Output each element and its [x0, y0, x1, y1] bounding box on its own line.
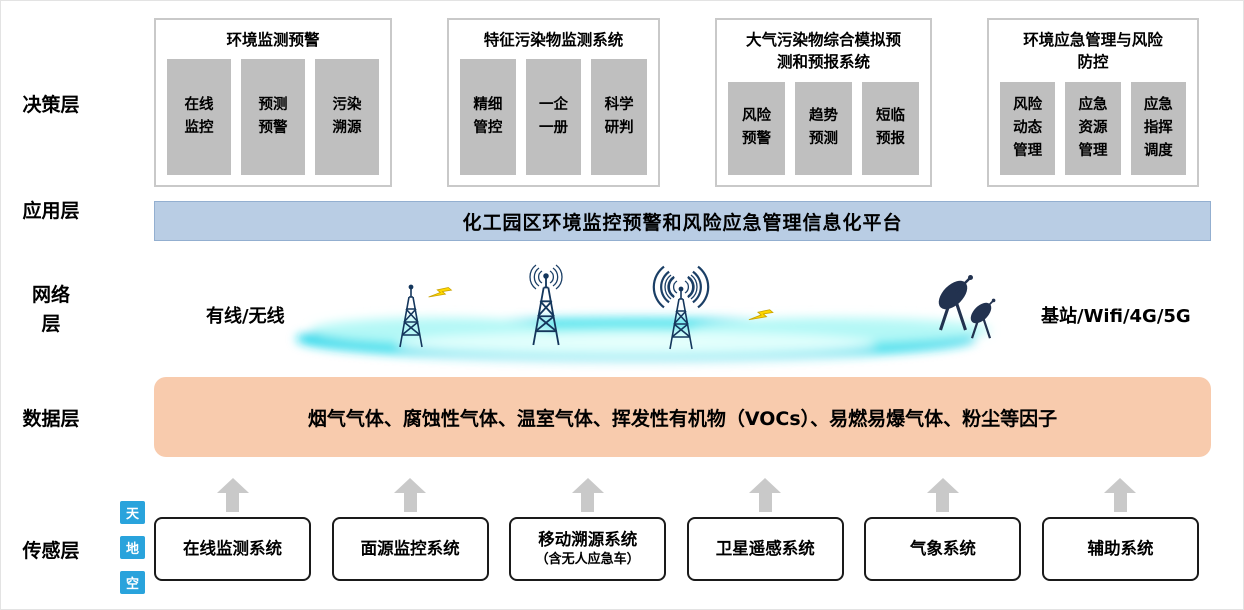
- layer-label-decision: 决策层: [22, 94, 80, 116]
- layer-label-sensing: 传感层: [22, 540, 80, 562]
- decision-group-items: 在线 监控 预测 预警 污染 溯源: [167, 59, 379, 175]
- network-art: [296, 264, 997, 360]
- decision-group-items: 精细 管控 一企 一册 科学 研判: [460, 59, 648, 175]
- sensing-system-name: 移动溯源系统: [538, 530, 638, 550]
- layer-label-network: 网络 层: [31, 284, 70, 336]
- decision-subsystem: 科学 研判: [591, 59, 648, 175]
- sensing-system-mobile-tracing: 移动溯源系统 （含无人应急车）: [509, 517, 667, 581]
- sensing-system-name: 卫星遥感系统: [715, 538, 815, 558]
- decision-group-title: 大气污染物综合模拟预 测和预报系统: [745, 31, 901, 72]
- sensing-layer-row: 在线监测系统 面源监控系统 移动溯源系统 （含无人应急车） 卫星遥感系统 气象系…: [154, 517, 1199, 581]
- decision-subsystem: 污染 溯源: [315, 59, 379, 175]
- sensing-system-meteorology: 气象系统: [864, 517, 1022, 581]
- lightning-icon: [428, 281, 452, 306]
- network-cloud-shape: [296, 317, 991, 360]
- decision-group-pollutant-monitoring: 特征污染物监测系统 精细 管控 一企 一册 科学 研判: [447, 18, 660, 187]
- decision-subsystem: 应急 资源 管理: [1065, 81, 1121, 175]
- decision-subsystem: 一企 一册: [525, 59, 582, 175]
- decision-group-items: 风险 动态 管理 应急 资源 管理 应急 指挥 调度: [1000, 81, 1186, 175]
- decision-group-env-monitoring: 环境监测预警 在线 监控 预测 预警 污染 溯源: [154, 18, 392, 187]
- sensing-system-subtitle: （含无人应急车）: [535, 551, 640, 567]
- decision-subsystem: 趋势 预测: [795, 81, 852, 175]
- decision-subsystem: 风险 动态 管理: [1000, 81, 1056, 175]
- layer-label-data: 数据层: [22, 408, 80, 430]
- sensing-domain-tags: 天 地 空: [120, 501, 145, 594]
- decision-subsystem: 预测 预警: [241, 59, 305, 175]
- decision-subsystem: 应急 指挥 调度: [1130, 81, 1186, 175]
- sensing-system-name: 在线监测系统: [183, 538, 282, 558]
- decision-subsystem: 在线 监控: [167, 59, 231, 175]
- sensing-system-name: 辅助系统: [1087, 538, 1154, 558]
- decision-subsystem: 精细 管控: [460, 59, 516, 175]
- tag-ground: 地: [120, 536, 145, 559]
- decision-layer-row: 环境监测预警 在线 监控 预测 预警 污染 溯源 特征污染物监测系统 精细 管控…: [154, 18, 1199, 187]
- decision-subsystem: 风险 预警: [728, 81, 785, 175]
- decision-group-items: 风险 预警 趋势 预测 短临 预报: [728, 81, 919, 175]
- up-arrow-icon: [749, 478, 782, 512]
- sensing-system-area-source: 面源监控系统: [331, 517, 489, 581]
- decision-group-emergency-risk: 环境应急管理与风险 防控 风险 动态 管理 应急 资源 管理 应急 指挥 调度: [987, 18, 1199, 187]
- tag-air: 空: [120, 571, 145, 594]
- arrow-row: [154, 478, 1199, 512]
- sensing-system-satellite: 卫星遥感系统: [686, 517, 844, 581]
- network-basestation-label: 基站/Wifi/4G/5G: [1041, 306, 1191, 327]
- up-arrow-icon: [216, 478, 249, 512]
- up-arrow-icon: [926, 478, 959, 512]
- tag-sky: 天: [120, 501, 145, 524]
- layer-label-application: 应用层: [22, 200, 80, 222]
- up-arrow-icon: [571, 478, 604, 512]
- sensing-system-name: 气象系统: [909, 538, 976, 558]
- up-arrow-icon: [394, 478, 427, 512]
- sensing-system-name: 面源监控系统: [360, 538, 460, 558]
- sensing-system-auxiliary: 辅助系统: [1041, 517, 1199, 581]
- decision-group-title: 环境应急管理与风险 防控: [1023, 31, 1163, 72]
- application-platform-banner: 化工园区环境监控预警和风险应急管理信息化平台: [154, 201, 1211, 241]
- decision-group-title: 特征污染物监测系统: [483, 31, 624, 49]
- decision-subsystem: 短临 预报: [862, 81, 919, 175]
- decision-group-simulation-forecast: 大气污染物综合模拟预 测和预报系统 风险 预警 趋势 预测 短临 预报: [715, 18, 932, 187]
- decision-group-title: 环境监测预警: [226, 31, 320, 49]
- data-factors-banner: 烟气气体、腐蚀性气体、温室气体、挥发性有机物（VOCs）、易燃易爆气体、粉尘等因…: [154, 377, 1211, 457]
- up-arrow-icon: [1104, 478, 1137, 512]
- sensing-system-online-monitoring: 在线监测系统: [154, 517, 311, 581]
- network-wired-wireless-label: 有线/无线: [206, 306, 285, 327]
